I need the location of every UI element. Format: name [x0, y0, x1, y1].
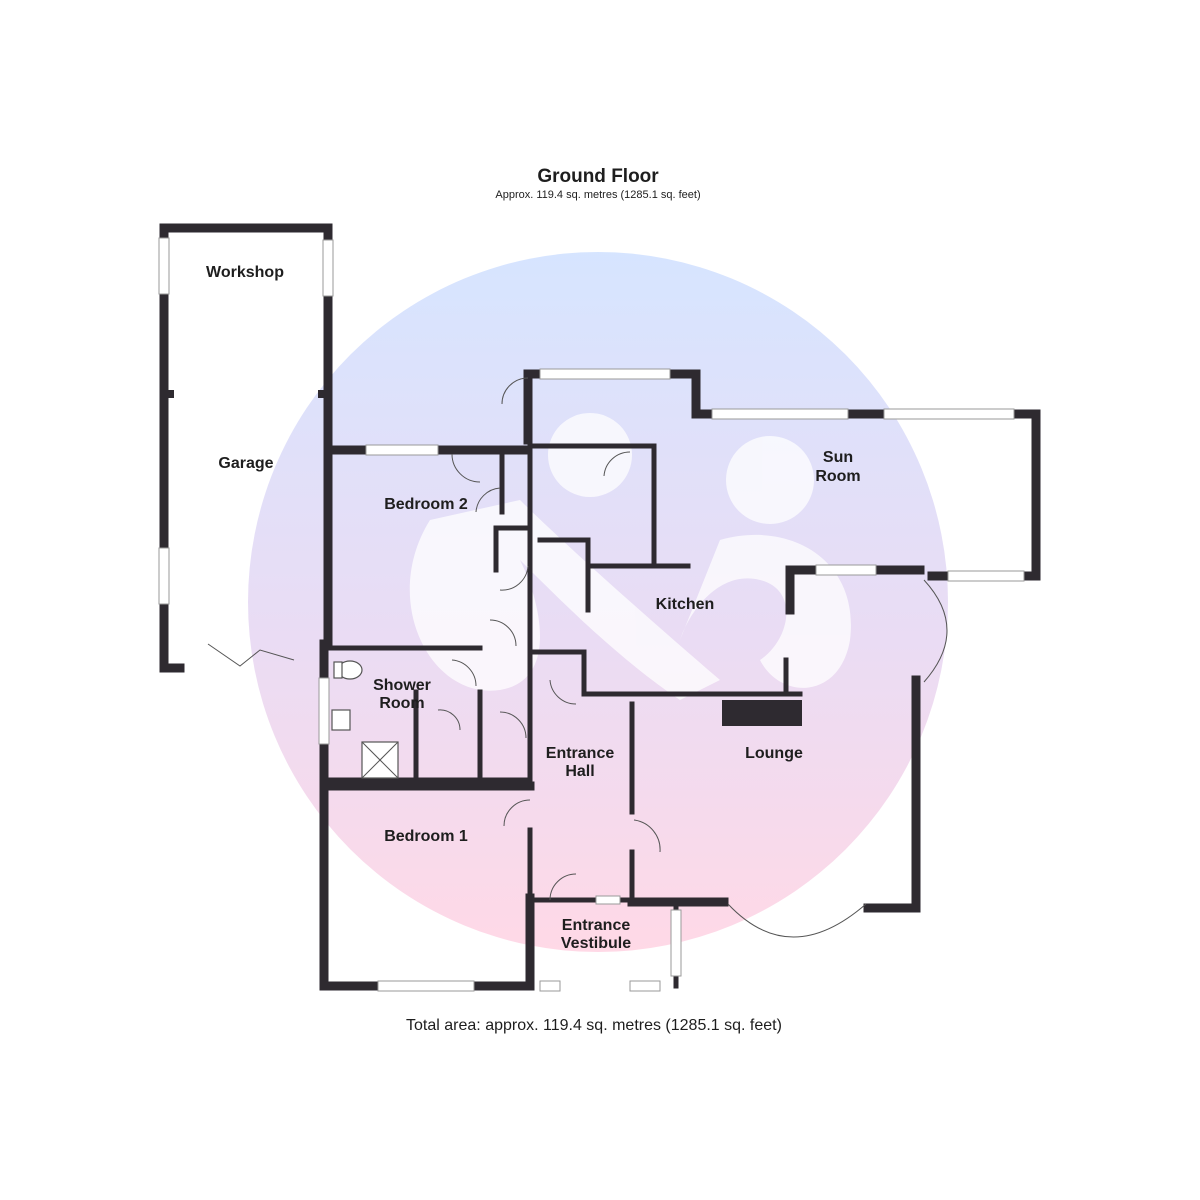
label-vestibule-line1: Entrance [562, 917, 631, 934]
label-entrance-hall-line1: Entrance [546, 745, 615, 762]
label-shower-room-line1: Shower [373, 677, 431, 694]
label-bedroom-2: Bedroom 2 [384, 496, 468, 513]
label-bedroom-1: Bedroom 1 [384, 828, 468, 845]
label-shower-room-line2: Room [379, 695, 424, 712]
label-sun-room-line1: Sun [823, 449, 853, 466]
label-entrance-hall-line2: Hall [565, 763, 594, 780]
label-kitchen: Kitchen [656, 596, 715, 613]
room-labels: Workshop Garage Bedroom 2 Sun Room Kitch… [206, 264, 861, 952]
page-title: Ground Floor [537, 166, 659, 187]
house-outer-walls [318, 368, 1041, 992]
label-workshop: Workshop [206, 264, 284, 281]
label-vestibule-line2: Vestibule [561, 935, 631, 952]
door-swings [437, 377, 682, 992]
basin-icon [331, 709, 351, 731]
shower-fixtures [331, 660, 399, 779]
label-lounge: Lounge [745, 745, 803, 762]
total-area: Total area: approx. 119.4 sq. metres (12… [406, 1017, 782, 1034]
page-subtitle: Approx. 119.4 sq. metres (1285.1 sq. fee… [495, 189, 700, 201]
label-sun-room-line2: Room [815, 468, 860, 485]
garage-walls [158, 223, 334, 673]
label-garage: Garage [218, 455, 273, 472]
